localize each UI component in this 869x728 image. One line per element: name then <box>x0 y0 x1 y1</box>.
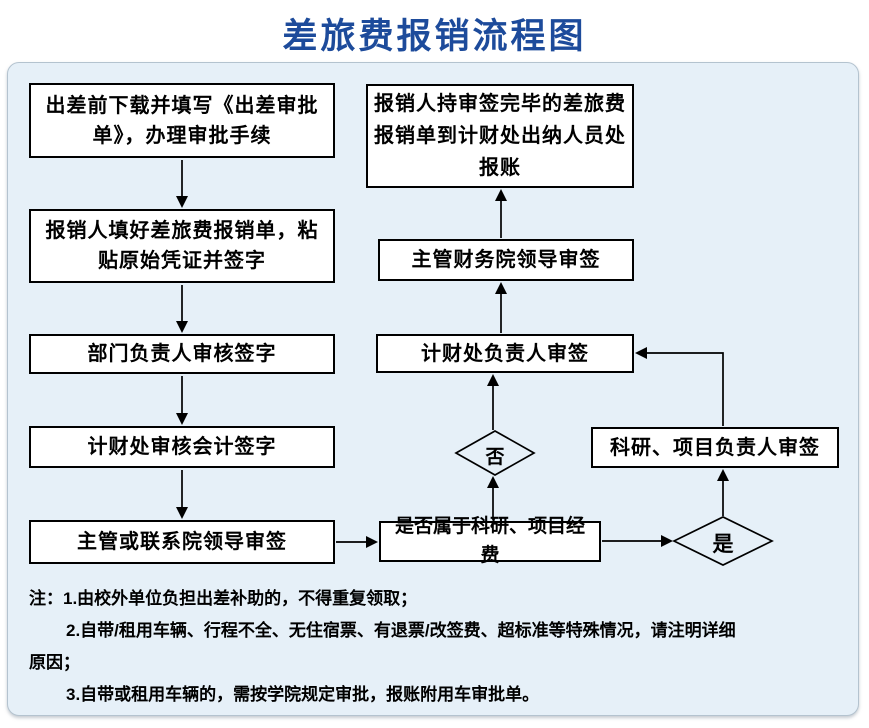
node-project-leader-sign: 科研、项目负责人审签 <box>591 427 839 468</box>
node-finance-head-sign: 计财处负责人审签 <box>376 334 634 373</box>
footnote-line-4: 3.自带或租用车辆的，需按学院规定审批，报账附用车审批单。 <box>66 685 540 704</box>
flowchart-panel: 出差前下载并填写《出差审批单》，办理审批手续 报销人填好差旅费报销单，粘贴原始凭… <box>7 62 859 716</box>
decision-no-label: 否 <box>485 447 505 468</box>
decision-yes-label: 是 <box>712 533 734 556</box>
node-dean-sign: 主管或联系院领导审签 <box>29 520 335 564</box>
decision-yes-diamond <box>672 516 774 566</box>
page-title: 差旅费报销流程图 <box>282 17 587 56</box>
footnote-line-2: 2.自带/租用车辆、行程不全、无住宿票、有退票/改签费、超标准等特殊情况，请注明… <box>66 621 736 640</box>
node-cashier-reimburse: 报销人持审签完毕的差旅费报销单到计财处出纳人员处报账 <box>366 84 634 188</box>
node-fill-reimbursement-form: 报销人填好差旅费报销单，粘贴原始凭证并签字 <box>29 209 335 283</box>
node-is-project-fund: 是否属于科研、项目经费 <box>379 516 601 566</box>
footnote-line-3: 原因； <box>29 653 80 672</box>
node-finance-dean-sign: 主管财务院领导审签 <box>378 239 634 281</box>
node-finance-accountant-sign: 计财处审核会计签字 <box>29 426 335 468</box>
node-dept-head-review-sign: 部门负责人审核签字 <box>29 334 335 374</box>
flow-connectors <box>176 160 774 566</box>
node-download-approval-form: 出差前下载并填写《出差审批单》，办理审批手续 <box>29 83 335 158</box>
arrow-project-leader-to-finance-head <box>635 347 724 426</box>
footnote-line-1: 注：1.由校外单位负担出差补助的，不得重复领取； <box>29 589 418 608</box>
footnotes: 注：1.由校外单位负担出差补助的，不得重复领取； 2.自带/租用车辆、行程不全、… <box>29 583 849 711</box>
decision-no-diamond <box>454 430 536 476</box>
